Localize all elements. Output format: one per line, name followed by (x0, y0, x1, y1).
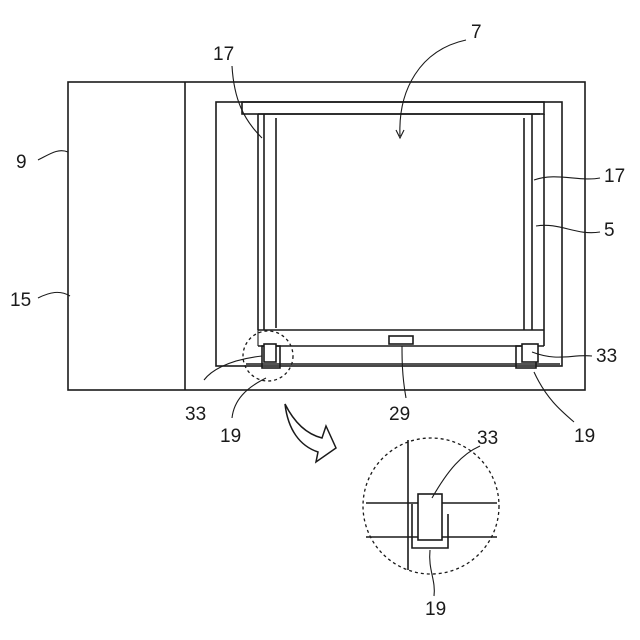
label-19-left: 19 (220, 426, 241, 447)
leader-9 (38, 151, 68, 160)
label-19-right: 19 (574, 426, 595, 447)
detail-arrow (285, 404, 336, 462)
leader-19-right (534, 372, 574, 422)
leader-5 (536, 225, 600, 232)
detail-sensor (418, 494, 442, 540)
label-15: 15 (10, 290, 31, 311)
label-29: 29 (389, 404, 410, 425)
reference-numerals: 7 17 17 9 15 5 33 19 29 33 19 33 19 (10, 22, 625, 620)
label-9: 9 (16, 152, 27, 173)
cabinet-outline (68, 82, 585, 390)
cabinet-housing (68, 82, 585, 390)
handle (389, 336, 413, 344)
leader-19-detail (430, 550, 435, 596)
label-19-detail: 19 (425, 599, 446, 620)
leader-33-detail (432, 446, 480, 498)
outer-frame (216, 102, 562, 366)
label-5: 5 (604, 220, 615, 241)
label-33-right: 33 (596, 346, 617, 367)
label-33-left: 33 (185, 404, 206, 425)
label-33-detail: 33 (477, 428, 498, 449)
label-17-right: 17 (604, 166, 625, 187)
top-rail (242, 102, 544, 114)
leader-19-left (232, 378, 266, 418)
leader-7 (400, 40, 466, 136)
left-sensor (264, 344, 276, 362)
frame-assembly (216, 102, 562, 368)
label-7: 7 (471, 22, 482, 43)
detail-view (363, 438, 499, 574)
leader-lines (38, 40, 600, 596)
label-17-left: 17 (213, 44, 234, 65)
leader-15 (38, 292, 70, 298)
